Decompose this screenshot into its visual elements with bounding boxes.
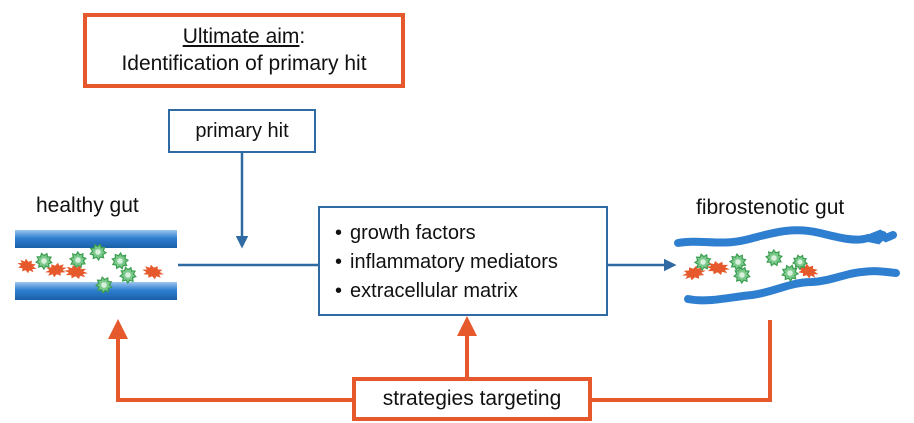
inflammatory-cell-icon [142,264,164,280]
fibroblast-nucleus [95,249,101,255]
fibroblast-nucleus [41,258,47,264]
mediators-box: growth factors inflammatory mediators ex… [318,206,608,316]
primary-hit-box: primary hit [168,109,316,153]
strategies-right-connector [592,320,772,402]
mediator-item-growth-factors: growth factors [335,219,606,248]
fibrostenotic-gut-upper-wall-end [866,229,897,243]
fibroblast-nucleus [700,259,706,265]
healthy-gut-lower-wall [15,282,177,300]
flow-arrows [108,153,772,402]
healthy-gut-upper-wall [15,230,177,248]
ultimate-aim-box: Ultimate aim: Identification of primary … [83,13,405,88]
fibrostenotic-gut-cells [682,248,819,285]
healthy-gut-illustration [15,230,177,300]
inflammatory-cell-icon [45,262,67,278]
fibroblast-nucleus [797,259,803,265]
mediator-item-inflammatory-mediators: inflammatory mediators [335,248,606,277]
fibroblast-nucleus [125,272,131,278]
ultimate-aim-colon: : [299,25,306,48]
fibroblast-nucleus [75,257,81,263]
fibroblast-nucleus [117,258,123,264]
ultimate-aim-heading: Ultimate aim [182,25,300,48]
mediator-item-extracellular-matrix: extracellular matrix [335,277,606,306]
strategies-left-connector [108,319,352,402]
fibroblast-nucleus [739,272,745,278]
fibrostenotic-gut-label: fibrostenotic gut [696,196,845,219]
fibrostenotic-gut-illustration [674,226,900,305]
healthy-gut-label: healthy gut [36,194,139,217]
inflammatory-cell-icon [706,261,730,275]
strategies-targeting-box: strategies targeting [352,377,592,421]
fibroblast-nucleus [771,255,777,261]
mediators-list: growth factors inflammatory mediators ex… [335,219,606,306]
inflammatory-cell-icon [682,265,706,281]
healthy-gut-cells [17,243,164,294]
fibroblast-nucleus [787,270,793,276]
fibrostenotic-gut-upper-wall [674,226,887,247]
fibroblast-nucleus [101,282,107,288]
inflammatory-cell-icon [64,265,88,279]
ultimate-aim-text: Identification of primary hit [121,52,367,75]
inflammatory-cell-icon [17,258,37,274]
fibroblast-nucleus [735,259,741,265]
fibrostenotic-gut-lower-wall [684,267,900,305]
